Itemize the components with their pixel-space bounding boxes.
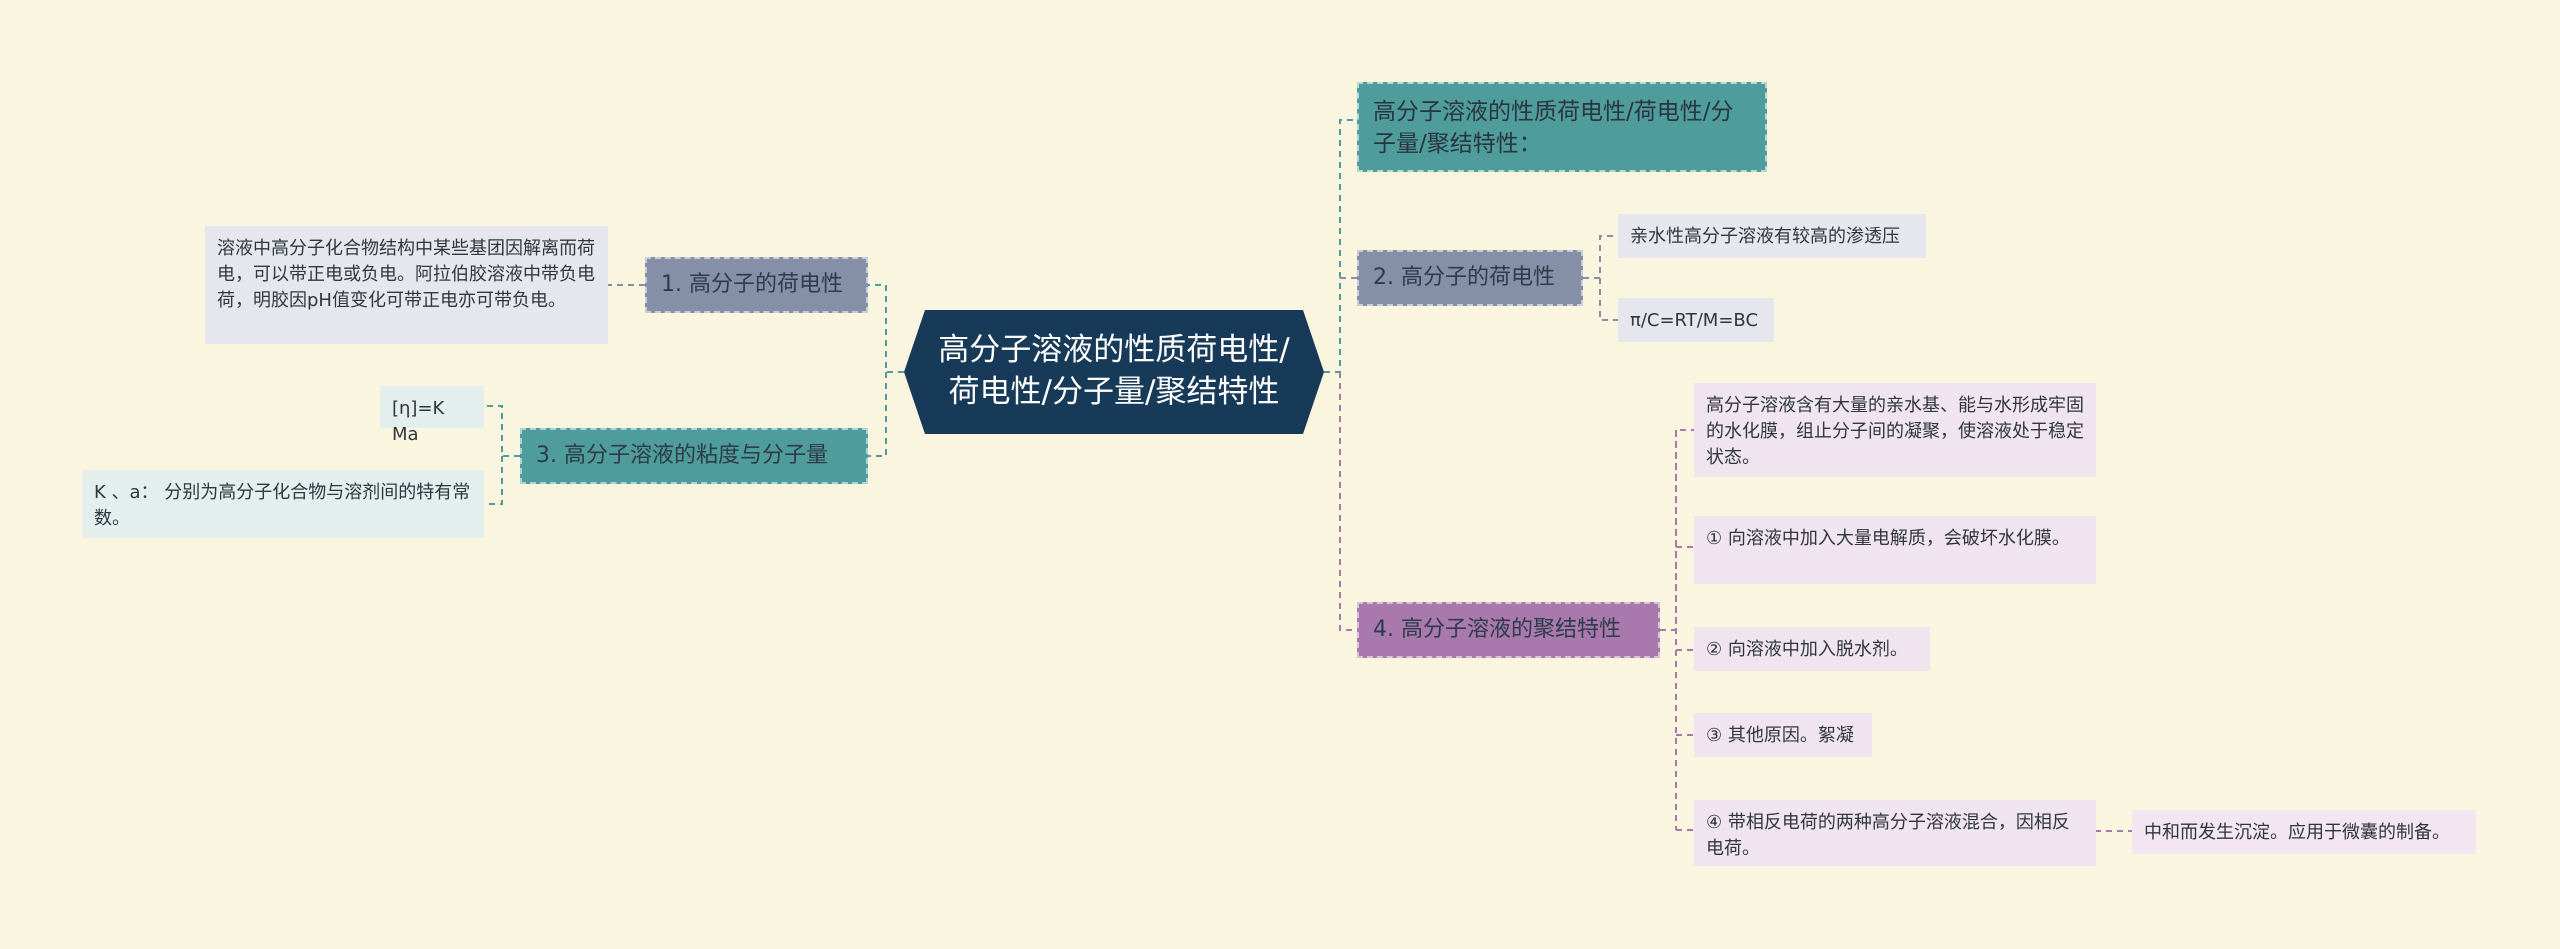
branch-aggregation[interactable]: 4. 高分子溶液的聚结特性	[1357, 602, 1660, 658]
leaf-viscosity-constants[interactable]: K 、a： 分别为高分子化合物与溶剂间的特有常数。	[82, 470, 484, 538]
branch-charge-right[interactable]: 2. 高分子的荷电性	[1357, 250, 1583, 306]
leaf-osmotic-pressure[interactable]: 亲水性高分子溶液有较高的渗透压	[1618, 214, 1926, 258]
connector-charge-leaves	[1583, 235, 1618, 321]
connector-aggregation-leaves	[1660, 429, 1694, 831]
leaf-osmotic-formula[interactable]: π/C=RT/M=BC	[1618, 298, 1774, 342]
leaf-viscosity-formula[interactable]: [η]=K Ma	[380, 386, 484, 445]
leaf-hydration-film[interactable]: 高分子溶液含有大量的亲水基、能与水形成牢固的水化膜，组止分子间的凝聚，使溶液处于…	[1694, 383, 2096, 477]
leaf-electrolyte[interactable]: ① 向溶液中加入大量电解质，会破坏水化膜。	[1694, 516, 2096, 584]
branch-charge-left[interactable]: 1. 高分子的荷电性	[645, 257, 868, 313]
leaf-flocculation[interactable]: ③ 其他原因。絮凝	[1694, 713, 1872, 757]
connector-right-aggregation	[1339, 372, 1357, 631]
leaf-opposite-charge[interactable]: ④ 带相反电荷的两种高分子溶液混合，因相反电荷。	[1694, 800, 2096, 866]
leaf-charge-description[interactable]: 溶液中高分子化合物结构中某些基团因解离而荷电，可以带正电或负电。阿拉伯胶溶液中带…	[205, 226, 608, 344]
connector-center-left	[868, 284, 904, 457]
topic-title-node[interactable]: 高分子溶液的性质荷电性/荷电性/分子量/聚结特性：	[1357, 82, 1767, 172]
leaf-microcapsule[interactable]: 中和而发生沉淀。应用于微囊的制备。	[2132, 810, 2476, 854]
central-topic[interactable]: 高分子溶液的性质荷电性/荷电性/分子量/聚结特性	[904, 310, 1324, 434]
connector-center-right	[1324, 119, 1357, 373]
branch-viscosity[interactable]: 3. 高分子溶液的粘度与分子量	[520, 428, 868, 484]
connector-left-viscosity-leaves	[484, 405, 520, 505]
leaf-dehydrating-agent[interactable]: ② 向溶液中加入脱水剂。	[1694, 627, 1930, 671]
